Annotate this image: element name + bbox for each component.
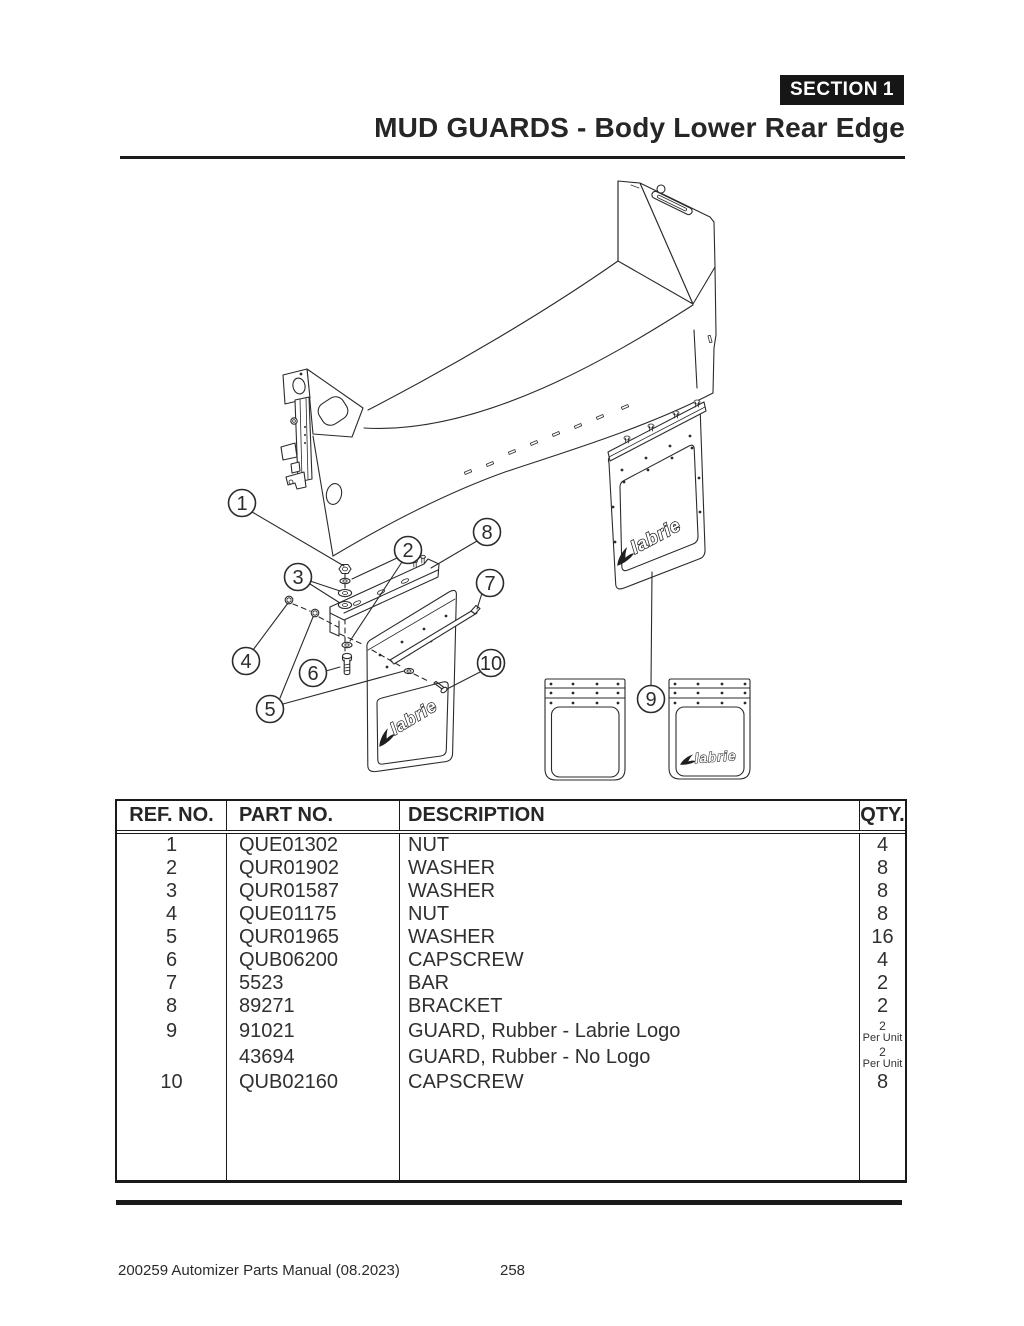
qty-value: 2	[879, 1019, 886, 1033]
table-row: 6 QUB06200 CAPSCREW 4	[117, 949, 905, 972]
truck-body-drawing	[312, 180, 717, 557]
table-row: 10 QUB02160 CAPSCREW 8	[117, 1070, 905, 1095]
nut-1-drawing	[338, 563, 352, 575]
table-row: 4 QUE01175 NUT 8	[117, 903, 905, 926]
washer-5-drawing	[310, 608, 320, 618]
table-header-row: REF. NO. PART NO. DESCRIPTION QTY.	[117, 801, 905, 834]
table-row: 8 89271 BRACKET 2	[117, 995, 905, 1018]
callout-4: 4	[231, 602, 289, 676]
table-row: 9 91021 GUARD, Rubber - Labrie Logo 2 Pe…	[117, 1018, 905, 1044]
section-number: 1	[882, 79, 894, 100]
section-label: SECTION	[790, 79, 878, 100]
section-badge: SECTION 1	[780, 75, 904, 105]
svg-text:7: 7	[484, 573, 495, 595]
qty-unit-note: Per Unit	[862, 1058, 903, 1070]
table-row: 5 QUR01965 WASHER 16	[117, 926, 905, 949]
mud-guard-assembled: labrie	[607, 399, 707, 590]
callout-6: 6	[298, 658, 341, 688]
svg-text:8: 8	[481, 522, 492, 544]
col-header-ref: REF. NO.	[117, 801, 227, 834]
screw-4-drawing	[284, 595, 294, 605]
flap-bolt-holes	[673, 682, 747, 705]
mud-flap-plain-front	[544, 678, 626, 781]
callout-1: 1	[227, 488, 345, 567]
body-slot-holes	[463, 334, 713, 475]
col-header-qty: QTY.	[859, 801, 905, 834]
qty-unit-note: Per Unit	[862, 1032, 903, 1044]
title-rule	[120, 156, 905, 159]
footer-rule	[116, 1200, 902, 1205]
table-row: 43694 GUARD, Rubber - No Logo 2 Per Unit	[117, 1044, 905, 1070]
qty-value: 2	[879, 1045, 886, 1059]
mud-flap-logo-front: labrie	[668, 678, 751, 780]
svg-text:9: 9	[645, 689, 656, 711]
washer-stack-drawing	[337, 577, 353, 649]
parts-table: REF. NO. PART NO. DESCRIPTION QTY. 1 QUE…	[115, 799, 907, 1183]
callout-5: 5	[255, 616, 405, 724]
callout-10: 10	[446, 648, 506, 690]
table-row: 7 5523 BAR 2	[117, 972, 905, 995]
capscrew-6-drawing	[341, 652, 353, 676]
table-row: 3 QUR01587 WASHER 8	[117, 880, 905, 903]
callout-2: 2	[349, 535, 423, 642]
table-row: 1 QUE01302 NUT 4	[117, 832, 905, 857]
capscrew-10-drawing	[433, 680, 448, 694]
callout-8: 8	[430, 517, 502, 569]
svg-text:labrie: labrie	[694, 748, 737, 766]
svg-text:5: 5	[264, 699, 275, 721]
table-row: 2 QUR01902 WASHER 8	[117, 857, 905, 880]
callout-3: 3	[283, 562, 341, 604]
page-title: MUD GUARDS - Body Lower Rear Edge	[374, 112, 905, 143]
left-pillar-drawing	[280, 368, 364, 490]
svg-text:10: 10	[480, 653, 502, 675]
mud-flap-exploded: labrie	[366, 589, 481, 773]
col-header-part: PART NO.	[226, 801, 400, 834]
svg-text:4: 4	[240, 651, 251, 673]
flap-bolt-holes	[549, 682, 620, 705]
footer-manual-title: 200259 Automizer Parts Manual (08.2023)	[118, 1262, 400, 1279]
parts-diagram: labrie	[227, 180, 751, 781]
labrie-logo-front: labrie	[679, 748, 738, 766]
callout-9: 9	[636, 571, 666, 714]
footer-page-number: 258	[500, 1262, 526, 1279]
svg-text:6: 6	[307, 663, 318, 685]
svg-text:1: 1	[236, 493, 247, 515]
mounting-strip-drawing	[607, 399, 707, 462]
table-filler-row	[117, 1095, 905, 1180]
svg-text:3: 3	[292, 567, 303, 589]
svg-text:2: 2	[402, 540, 413, 562]
callout-7: 7	[475, 568, 505, 610]
col-header-desc: DESCRIPTION	[399, 801, 860, 834]
